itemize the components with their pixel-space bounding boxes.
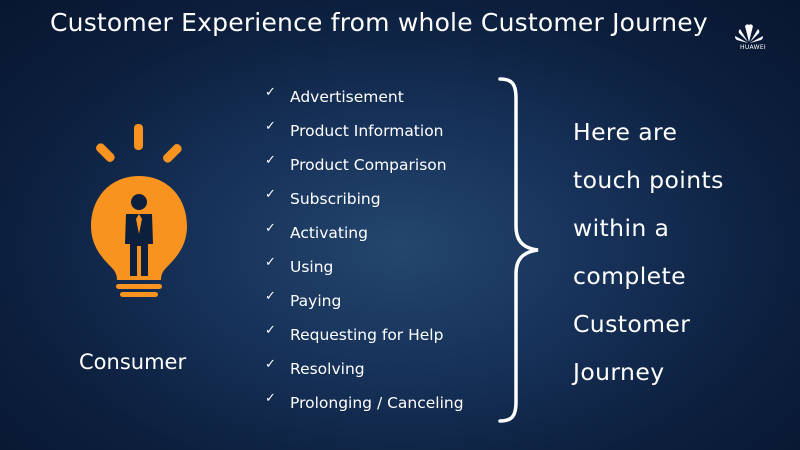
list-item: ✓ Using: [265, 250, 464, 284]
summary-line: Journey: [573, 358, 665, 386]
list-item: ✓ Advertisement: [265, 80, 464, 114]
summary-line: Customer: [573, 310, 691, 338]
touchpoint-label: Product Information: [290, 122, 444, 140]
slide-title: Customer Experience from whole Customer …: [50, 8, 708, 37]
touchpoint-label: Using: [290, 258, 334, 276]
list-item: ✓ Prolonging / Canceling: [265, 386, 464, 420]
checkmark-icon: ✓: [265, 255, 276, 270]
touchpoint-label: Subscribing: [290, 190, 381, 208]
list-item: ✓ Product Comparison: [265, 148, 464, 182]
touchpoint-label: Prolonging / Canceling: [290, 394, 464, 412]
list-item: ✓ Resolving: [265, 352, 464, 386]
summary-text: Here are touch points within a complete …: [573, 108, 773, 396]
checkmark-icon: ✓: [265, 357, 276, 372]
summary-line: touch points: [573, 166, 724, 194]
checkmark-icon: ✓: [265, 187, 276, 202]
touchpoint-label: Advertisement: [290, 88, 404, 106]
touchpoint-label: Resolving: [290, 360, 365, 378]
list-item: ✓ Paying: [265, 284, 464, 318]
list-item: ✓ Subscribing: [265, 182, 464, 216]
checkmark-icon: ✓: [265, 85, 276, 100]
checkmark-icon: ✓: [265, 391, 276, 406]
list-item: ✓ Product Information: [265, 114, 464, 148]
right-curly-brace: [498, 77, 539, 423]
touchpoint-label: Activating: [290, 224, 368, 242]
lightbulb-person-icon: [91, 124, 187, 297]
summary-line: Here are: [573, 118, 678, 146]
list-item: ✓ Requesting for Help: [265, 318, 464, 352]
consumer-label: Consumer: [79, 350, 187, 374]
checkmark-icon: ✓: [265, 153, 276, 168]
checkmark-icon: ✓: [265, 289, 276, 304]
touchpoint-label: Requesting for Help: [290, 326, 444, 344]
touchpoint-list: ✓ Advertisement ✓ Product Information ✓ Pro…: [265, 80, 464, 420]
touchpoint-label: Paying: [290, 292, 342, 310]
huawei-logo-icon: [735, 24, 763, 43]
logo-text: HUAWEI: [740, 44, 766, 51]
touchpoint-label: Product Comparison: [290, 156, 447, 174]
checkmark-icon: ✓: [265, 323, 276, 338]
checkmark-icon: ✓: [265, 221, 276, 236]
checkmark-icon: ✓: [265, 119, 276, 134]
list-item: ✓ Activating: [265, 216, 464, 250]
summary-line: complete: [573, 262, 686, 290]
summary-line: within a: [573, 214, 670, 242]
